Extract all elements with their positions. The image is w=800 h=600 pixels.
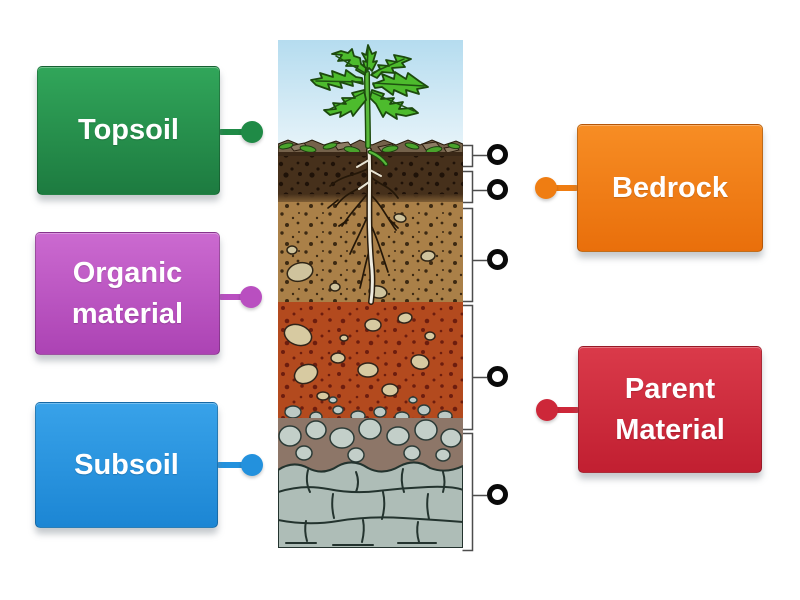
weathered-rock-band <box>278 418 463 472</box>
label-card-bedrock[interactable]: Bedrock <box>577 124 763 252</box>
answer-target-ring-2[interactable] <box>487 179 508 200</box>
label-card-subsoil[interactable]: Subsoil <box>35 402 218 528</box>
connector-stem-topsoil <box>218 129 245 135</box>
connector-dot-topsoil <box>241 121 263 143</box>
connector-dot-organic-material <box>240 286 262 308</box>
label-card-topsoil[interactable]: Topsoil <box>37 66 220 195</box>
connector-stem-subsoil <box>216 462 245 468</box>
bedrock-band <box>278 461 463 548</box>
label-card-parent-material[interactable]: Parent Material <box>578 346 762 473</box>
plant-roots <box>327 147 399 305</box>
label-text-parent-material: Parent Material <box>615 373 725 446</box>
parent-material-band <box>278 302 463 423</box>
connector-dot-bedrock <box>535 177 557 199</box>
answer-target-ring-1[interactable] <box>487 144 508 165</box>
label-text-subsoil: Subsoil <box>74 448 179 481</box>
answer-target-ring-4[interactable] <box>487 366 508 387</box>
connector-dot-subsoil <box>241 454 263 476</box>
label-text-topsoil: Topsoil <box>78 114 179 147</box>
answer-target-ring-3[interactable] <box>487 249 508 270</box>
connector-dot-parent-material <box>536 399 558 421</box>
soil-profile-illustration <box>278 40 463 548</box>
connector-stem-parent-material <box>554 407 580 413</box>
label-card-organic-material[interactable]: Organic material <box>35 232 220 355</box>
label-text-organic-material: Organic material <box>71 257 184 330</box>
connector-stem-organic-material <box>218 294 245 300</box>
connector-stem-bedrock <box>553 185 579 191</box>
answer-target-ring-5[interactable] <box>487 484 508 505</box>
plant-illustration <box>310 44 429 167</box>
label-text-bedrock: Bedrock <box>611 171 729 204</box>
